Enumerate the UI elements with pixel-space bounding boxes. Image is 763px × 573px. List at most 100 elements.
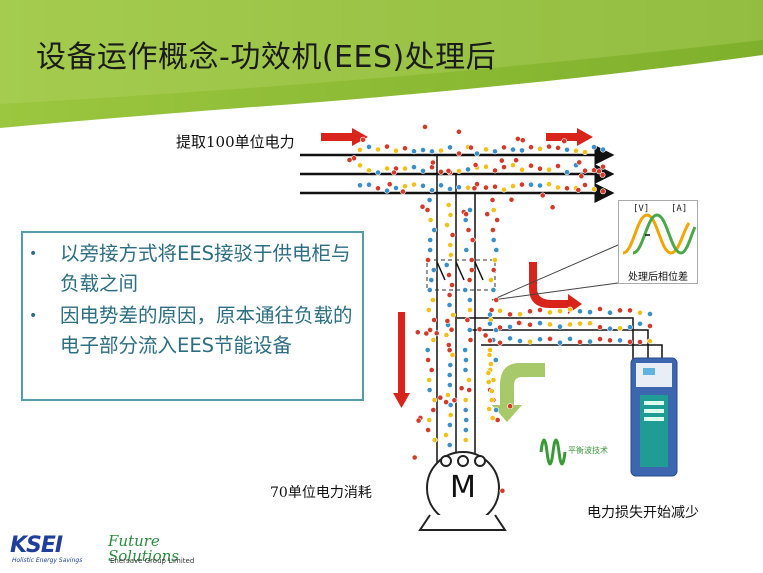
electron-dot bbox=[539, 192, 546, 199]
electron-dot bbox=[490, 287, 497, 293]
electron-dot bbox=[564, 185, 570, 192]
electron-dot bbox=[444, 318, 451, 324]
electron-dot bbox=[474, 150, 480, 157]
slide-title: 设备运作概念-功效机(EES)处理后 bbox=[36, 40, 497, 75]
electron-dot bbox=[490, 207, 497, 213]
electron-dot bbox=[567, 321, 573, 328]
electron-dot bbox=[483, 146, 489, 153]
electron-dot bbox=[414, 329, 421, 336]
electron-dot bbox=[462, 407, 469, 413]
bullet-box: • 以旁接方式将EES接驳于供电柜与负载之间 • 因电势差的原因，原本通往负载的… bbox=[21, 231, 364, 401]
electron-dot bbox=[484, 211, 491, 217]
electron-dot bbox=[577, 320, 583, 327]
electron-dot bbox=[567, 306, 573, 313]
electron-dot bbox=[445, 342, 452, 348]
future-tagline: Enersave Group Limited bbox=[110, 557, 195, 565]
electron-dot bbox=[597, 324, 603, 331]
electron-dot bbox=[597, 336, 603, 342]
electron-dot bbox=[466, 327, 473, 333]
electron-dot bbox=[467, 337, 474, 343]
electron-dot bbox=[391, 169, 397, 176]
electron-dot bbox=[597, 306, 603, 312]
electron-dot bbox=[483, 163, 489, 170]
consumption-label: 70单位电力消耗 bbox=[270, 485, 372, 501]
electron-dot bbox=[537, 145, 543, 152]
callout-line bbox=[491, 244, 619, 301]
electron-dot bbox=[430, 337, 437, 343]
electron-dot bbox=[510, 162, 516, 168]
electron-particles bbox=[346, 124, 653, 494]
electron-dot bbox=[445, 202, 452, 208]
electron-dot bbox=[528, 181, 534, 188]
electron-dot bbox=[564, 169, 570, 176]
electron-dot bbox=[466, 387, 473, 393]
electron-dot bbox=[599, 171, 606, 178]
electron-dot bbox=[607, 309, 613, 316]
electron-dot bbox=[443, 332, 450, 338]
electron-dot bbox=[468, 267, 475, 273]
electron-dot bbox=[517, 311, 523, 318]
electron-dot bbox=[507, 403, 513, 410]
electron-dot bbox=[449, 352, 456, 358]
electron-dot bbox=[488, 388, 495, 394]
electron-dot bbox=[499, 487, 506, 494]
electron-dot bbox=[464, 317, 471, 323]
electron-dot bbox=[386, 181, 393, 188]
electron-dot bbox=[528, 144, 534, 151]
electron-dot bbox=[582, 167, 588, 174]
electron-dot bbox=[564, 146, 570, 153]
electron-dot bbox=[627, 307, 633, 314]
electron-dot bbox=[366, 143, 372, 150]
electron-dot bbox=[420, 182, 426, 189]
electron-dot bbox=[546, 181, 552, 188]
electron-dot bbox=[489, 227, 496, 233]
electron-dot bbox=[402, 183, 408, 190]
electron-dot bbox=[429, 164, 435, 171]
electron-dot bbox=[466, 297, 473, 303]
electron-dot bbox=[429, 159, 436, 166]
electron-dot bbox=[627, 324, 633, 331]
electron-dot bbox=[447, 242, 454, 248]
electron-dot bbox=[582, 149, 588, 155]
bullet-dot: • bbox=[29, 246, 38, 262]
electron-dot bbox=[627, 338, 633, 345]
electron-dot bbox=[427, 247, 433, 253]
electron-dot bbox=[617, 325, 623, 332]
electron-dot bbox=[411, 454, 418, 461]
electron-dot bbox=[450, 312, 456, 318]
red-flow-arrows bbox=[321, 128, 593, 408]
bullet-dot: • bbox=[29, 308, 38, 324]
electron-dot bbox=[494, 417, 501, 423]
electron-dot bbox=[647, 323, 653, 329]
electron-dot bbox=[476, 326, 483, 333]
electron-dot bbox=[462, 437, 469, 443]
electron-dot bbox=[465, 227, 472, 233]
electron-dot bbox=[508, 196, 515, 203]
loss-reduction-label: 电力损失开始减少 bbox=[587, 505, 699, 521]
electron-dot bbox=[411, 164, 417, 170]
electron-dot bbox=[465, 184, 471, 191]
electron-dot bbox=[433, 330, 440, 337]
electron-dot bbox=[575, 187, 582, 193]
electron-dot bbox=[443, 399, 449, 405]
electron-dot bbox=[472, 162, 479, 168]
electron-dot bbox=[487, 277, 494, 283]
electron-dot bbox=[501, 144, 507, 151]
electron-dot bbox=[456, 184, 462, 191]
electron-dot bbox=[567, 335, 573, 342]
electron-dot bbox=[647, 338, 653, 344]
electron-dot bbox=[447, 212, 454, 218]
electron-dot bbox=[546, 143, 552, 150]
electron-dot bbox=[447, 402, 454, 408]
electron-dot bbox=[637, 320, 643, 327]
electron-dot bbox=[456, 168, 462, 174]
electron-dot bbox=[555, 184, 561, 191]
phase-caption: 处理后相位差 bbox=[628, 272, 688, 283]
electron-dot bbox=[501, 164, 507, 170]
electron-dot bbox=[431, 437, 438, 443]
electron-dot bbox=[438, 168, 444, 175]
electron-dot bbox=[463, 247, 470, 253]
phase-chart: [V] [A] 处理后相位差 bbox=[618, 200, 698, 284]
electron-dot bbox=[393, 147, 399, 154]
electron-dot bbox=[596, 168, 602, 175]
